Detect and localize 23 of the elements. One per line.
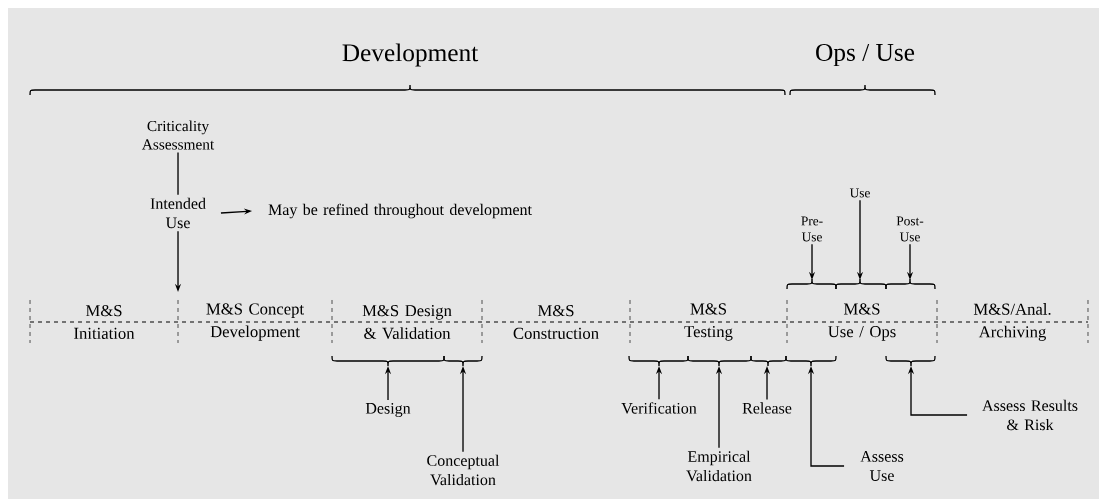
annotation-text: Release — [742, 402, 792, 414]
phase-label: M&S Design & Validation — [362, 305, 452, 339]
connector-line — [177, 151, 179, 196]
phase-label: M&S Concept Development — [206, 303, 304, 341]
phase-label: M&S Testing — [684, 303, 733, 341]
annotation-text: Intended Use — [150, 197, 206, 229]
heading: Ops / Use — [816, 43, 915, 67]
phase-label: M&S Use / Ops — [828, 303, 896, 341]
phase-label: M&S Initiation — [74, 305, 135, 339]
annotation-text: Assess Results & Risk — [982, 399, 1078, 431]
heading: Development — [342, 43, 479, 67]
phase-label: M&S/Anal. Archiving — [973, 303, 1051, 341]
annotation-text: Design — [365, 402, 411, 417]
annotation-text: Conceptual Validation — [427, 454, 500, 486]
annotation-text: Verification — [621, 402, 697, 414]
annotation-text: Use — [849, 188, 870, 198]
annotation-text: Empirical Validation — [686, 450, 752, 482]
annotation-text: Assess Use — [860, 451, 904, 481]
annotation-text: Pre-Use — [801, 216, 823, 242]
annotation-text: Criticality Assessment — [141, 120, 215, 150]
annotation-text: Post-Use — [896, 216, 924, 242]
annotation-text: May be refined throughout development — [268, 203, 532, 219]
phase-label: M&S Construction — [513, 305, 599, 339]
